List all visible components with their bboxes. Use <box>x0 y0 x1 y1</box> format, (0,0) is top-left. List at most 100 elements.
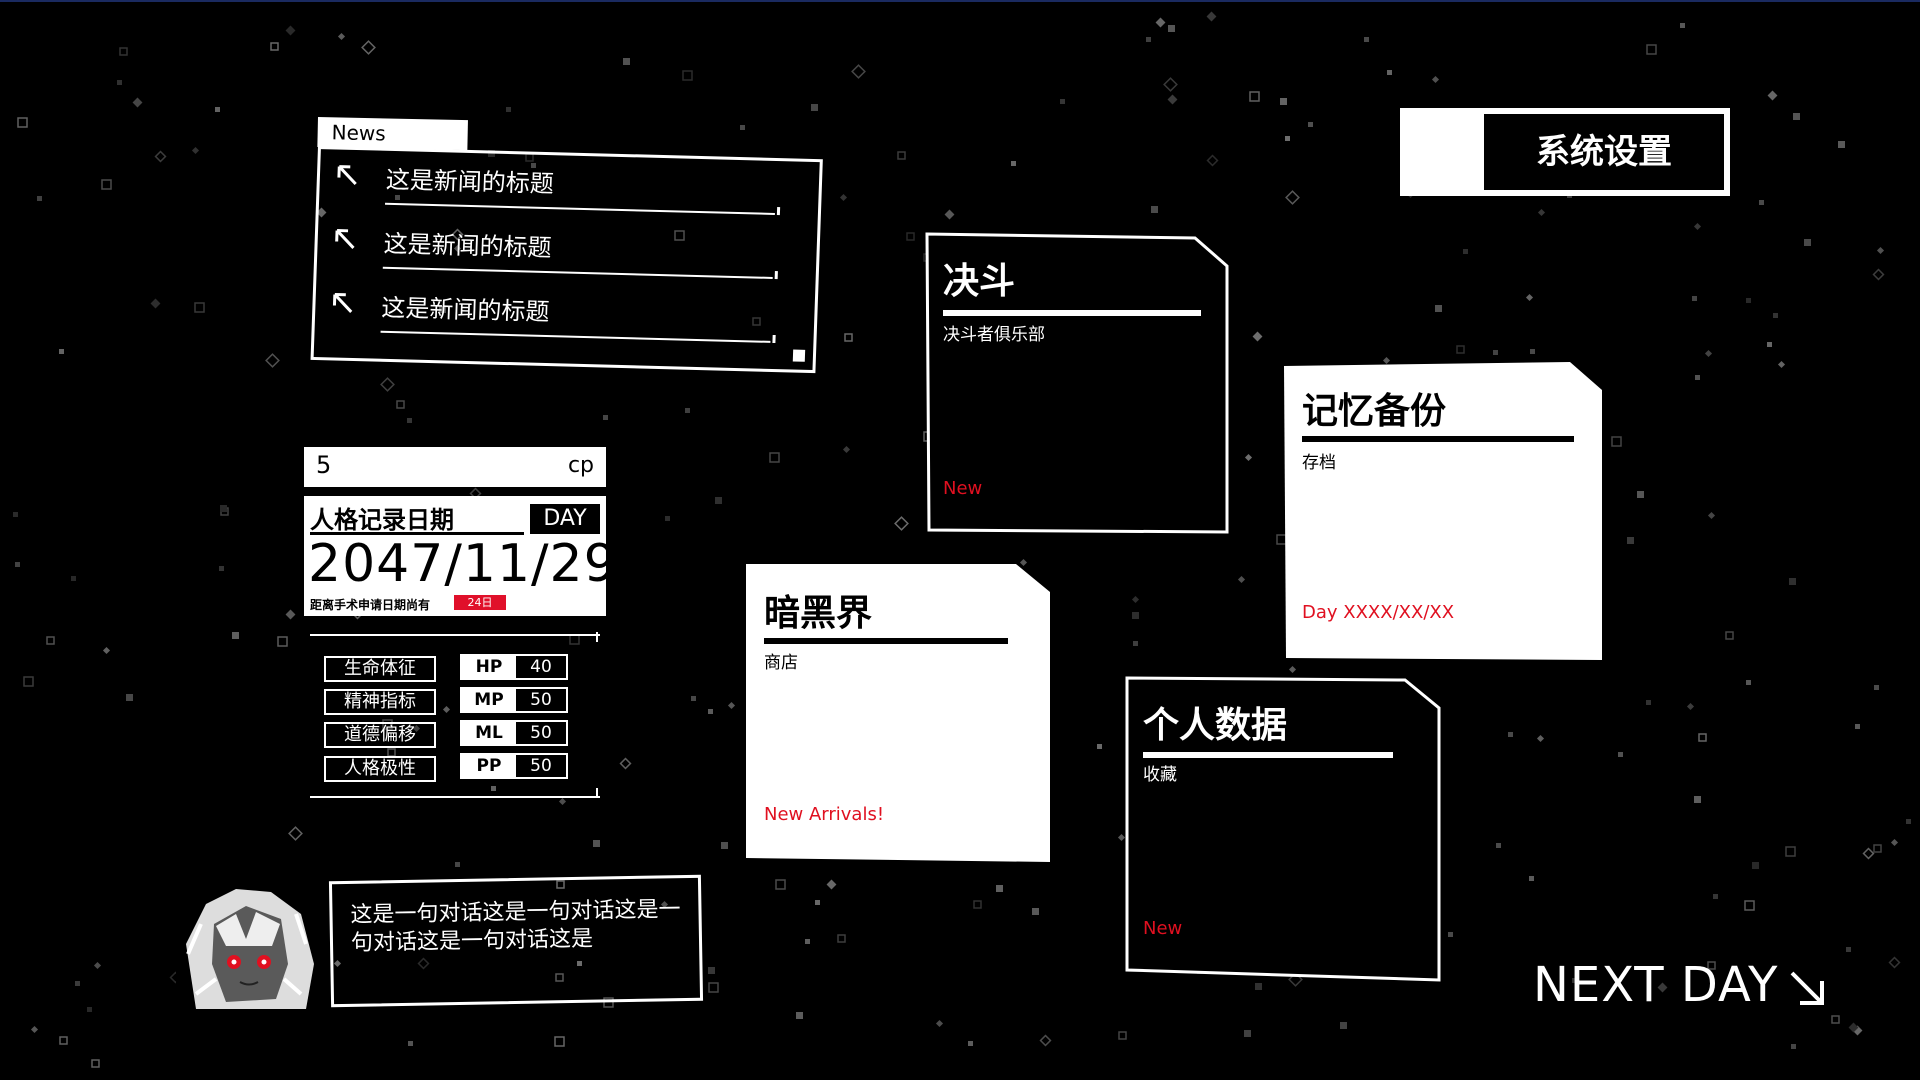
menu-card-dark-world[interactable]: 暗黑界 商店 New Arrivals! <box>746 564 1050 862</box>
next-day-label: NEXT DAY <box>1533 957 1779 1013</box>
background-dot <box>408 1041 413 1046</box>
background-dot <box>805 939 810 944</box>
background-dot <box>1132 612 1139 619</box>
background-dot <box>1694 796 1701 803</box>
background-dot <box>93 961 102 970</box>
background-dot <box>442 705 451 714</box>
background-dot <box>265 353 280 368</box>
background-dot <box>556 880 565 889</box>
background-dot <box>59 349 64 354</box>
background-dot <box>1097 744 1102 749</box>
background-dot <box>1167 94 1178 105</box>
stat-key: ML <box>462 722 516 744</box>
background-dot <box>1032 908 1039 915</box>
cp-counter: 5 cp <box>304 447 606 487</box>
background-dot <box>506 107 511 112</box>
background-dot <box>1011 161 1016 166</box>
news-item[interactable]: 这是新闻的标题 <box>332 225 794 293</box>
background-dot <box>1767 342 1772 347</box>
days-left-badge: 24日 <box>454 595 506 610</box>
background-dot <box>554 1036 565 1047</box>
stat-value-hp: HP 40 <box>460 654 568 680</box>
stat-key: MP <box>462 689 516 711</box>
news-tab: News <box>317 117 468 151</box>
background-dot <box>1118 1031 1127 1040</box>
system-settings-button[interactable]: 系统设置 <box>1400 108 1730 196</box>
menu-card-memory-backup[interactable]: 记忆备份 存档 Day XXXX/XX/XX <box>1284 362 1602 660</box>
background-dot <box>1707 511 1716 520</box>
background-dot <box>1646 700 1651 705</box>
news-tab-label: News <box>331 120 386 146</box>
background-dot <box>811 104 818 111</box>
background-dot <box>1785 846 1796 857</box>
stat-label: 道德偏移 <box>324 722 436 748</box>
background-dot <box>46 636 55 645</box>
background-dot <box>1133 641 1138 646</box>
news-item[interactable]: 这是新闻的标题 <box>335 161 797 229</box>
background-dot <box>1435 305 1442 312</box>
background-dot <box>1637 491 1644 498</box>
background-dot <box>1387 70 1392 75</box>
card-title: 记忆备份 <box>1302 391 1447 432</box>
card-title-bar <box>1143 752 1393 758</box>
background-dot <box>220 505 227 512</box>
background-dot <box>1698 733 1707 742</box>
background-dot <box>1060 99 1065 104</box>
background-dot <box>1693 222 1702 231</box>
stat-value-pp: PP 50 <box>460 753 568 779</box>
stat-label: 精神指标 <box>324 689 436 715</box>
record-date: 2047/11/29 <box>308 534 618 594</box>
background-dot <box>1872 268 1885 281</box>
news-item-tick <box>772 334 776 344</box>
dialogue-box[interactable]: 这是一句对话这是一句对话这是一句对话这是一句对话这是 <box>328 874 704 1008</box>
background-dot <box>715 497 722 504</box>
background-dot <box>469 487 482 500</box>
background-dot <box>1163 77 1178 92</box>
background-dot <box>1340 1022 1347 1029</box>
background-dot <box>1493 350 1498 355</box>
background-dot <box>1537 208 1546 217</box>
background-dot <box>796 1012 803 1019</box>
next-day-button[interactable]: NEXT DAY <box>1533 955 1826 1015</box>
background-dot <box>844 333 853 342</box>
background-dot <box>1657 982 1668 993</box>
background-dot <box>577 961 582 966</box>
background-dot <box>491 786 496 791</box>
card-title: 暗黑界 <box>764 593 873 634</box>
background-dot <box>674 230 685 241</box>
background-dot <box>455 862 460 867</box>
background-dot <box>1838 141 1845 148</box>
arrow-up-left-icon <box>335 229 355 249</box>
news-item-tick <box>774 270 778 280</box>
background-dot <box>1873 844 1882 853</box>
arrow-up-left-icon <box>332 292 353 313</box>
news-item[interactable]: 这是新闻的标题 <box>330 289 792 357</box>
background-dot <box>417 957 430 970</box>
background-dot <box>569 634 580 645</box>
news-item-title: 这是新闻的标题 <box>385 165 555 199</box>
background-dot <box>623 58 630 65</box>
stat-label: 人格极性 <box>324 756 436 782</box>
background-dot <box>619 757 632 770</box>
stats-divider-bottom <box>310 796 600 798</box>
menu-card-duel[interactable]: 决斗 决斗者俱乐部 New <box>925 232 1229 534</box>
background-dot <box>1759 200 1764 205</box>
menu-card-personal-data[interactable]: 个人数据 收藏 New <box>1125 676 1441 982</box>
background-dot <box>59 1036 68 1045</box>
stat-number: 50 <box>530 690 552 710</box>
background-dot <box>721 842 728 849</box>
background-dot <box>1255 983 1262 990</box>
stats-divider-tick <box>596 632 598 642</box>
background-dot <box>708 967 715 974</box>
background-dot <box>1876 246 1885 255</box>
news-item-underline <box>384 202 775 215</box>
record-date-card: 人格记录日期 DAY 2047/11/29 距离手术申请日期尚有 24日 <box>304 496 617 616</box>
background-dot <box>270 42 279 51</box>
background-dot <box>752 317 761 326</box>
day-badge: DAY <box>530 504 600 534</box>
background-dot <box>380 377 395 392</box>
top-border-line <box>0 0 1920 2</box>
background-dot <box>1308 122 1313 127</box>
background-dot <box>1496 843 1501 848</box>
background-dot <box>1463 249 1468 254</box>
